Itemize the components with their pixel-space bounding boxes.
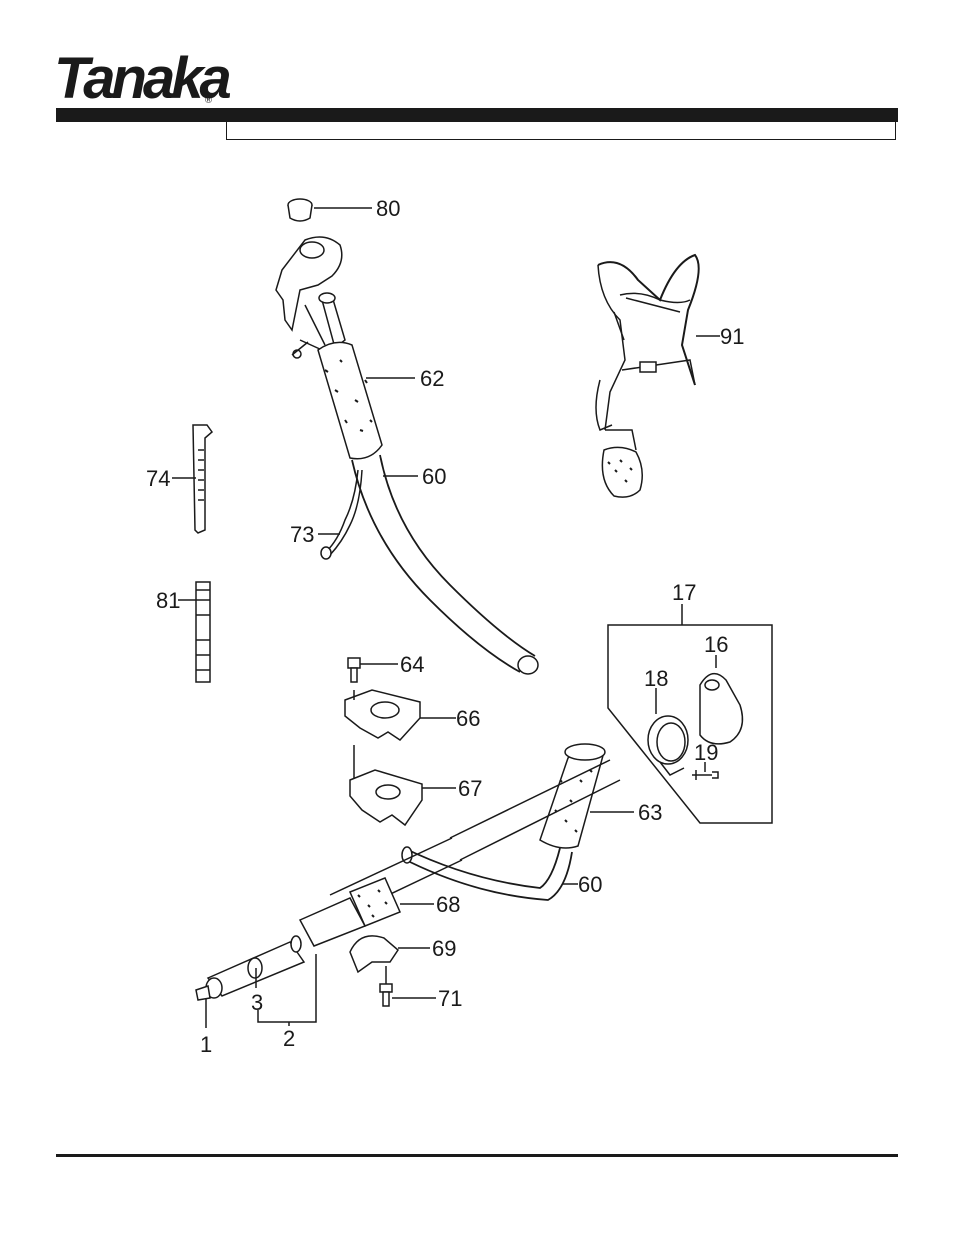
callout-18: 18: [644, 666, 668, 691]
callout-17: 17: [672, 580, 696, 605]
callout-74: 74: [146, 466, 170, 491]
part-68-sleeve: [349, 877, 434, 927]
part-60-lower-handle: [401, 846, 578, 901]
callout-60-upper: 60: [422, 464, 446, 489]
part-17-assembly-bracket: [607, 604, 773, 824]
part-73-wire: [318, 469, 363, 560]
callout-80: 80: [376, 196, 400, 221]
part-66-upper-clamp: [344, 689, 456, 741]
callout-64: 64: [400, 652, 424, 677]
title-box: [226, 122, 896, 140]
part-81-bolt: [178, 581, 211, 683]
callout-1: 1: [200, 1032, 212, 1057]
header-bar: [56, 108, 898, 122]
callout-62: 62: [420, 366, 444, 391]
callout-19: 19: [694, 740, 718, 765]
part-71-bolt: [379, 966, 436, 1007]
callout-67: 67: [458, 776, 482, 801]
part-74-cable-tie: [172, 424, 214, 534]
callout-68: 68: [436, 892, 460, 917]
callout-3: 3: [251, 990, 263, 1015]
callout-69: 69: [432, 936, 456, 961]
part-91-harness: [595, 253, 720, 498]
bottom-leaders: [205, 954, 317, 1028]
part-16-clamp: [699, 655, 744, 745]
callout-71: 71: [438, 986, 462, 1011]
callout-73: 73: [290, 522, 314, 547]
footer-rule: [56, 1154, 898, 1157]
callout-81: 81: [156, 588, 180, 613]
callout-60-lower: 60: [578, 872, 602, 897]
part-67-lower-clamp: [349, 769, 456, 827]
part-69-clamp: [349, 935, 430, 974]
callout-16: 16: [704, 632, 728, 657]
callout-63: 63: [638, 800, 662, 825]
registered-mark: ®: [204, 96, 213, 106]
part-18-ring: [647, 688, 689, 776]
callout-66: 66: [456, 706, 480, 731]
part-80-cap: [287, 198, 372, 222]
part-62-grip: [317, 341, 415, 460]
part-63-grip: [539, 743, 634, 849]
part-throttle-housing: [275, 236, 346, 359]
part-2-tube: [195, 897, 367, 1001]
part-64-screw: [347, 657, 398, 683]
callout-2: 2: [283, 1026, 295, 1051]
brand-logo: Tanaka: [54, 46, 232, 111]
part-19-screw: [692, 762, 719, 780]
callout-91: 91: [720, 324, 744, 349]
part-60-handle-shaft: [351, 454, 539, 675]
